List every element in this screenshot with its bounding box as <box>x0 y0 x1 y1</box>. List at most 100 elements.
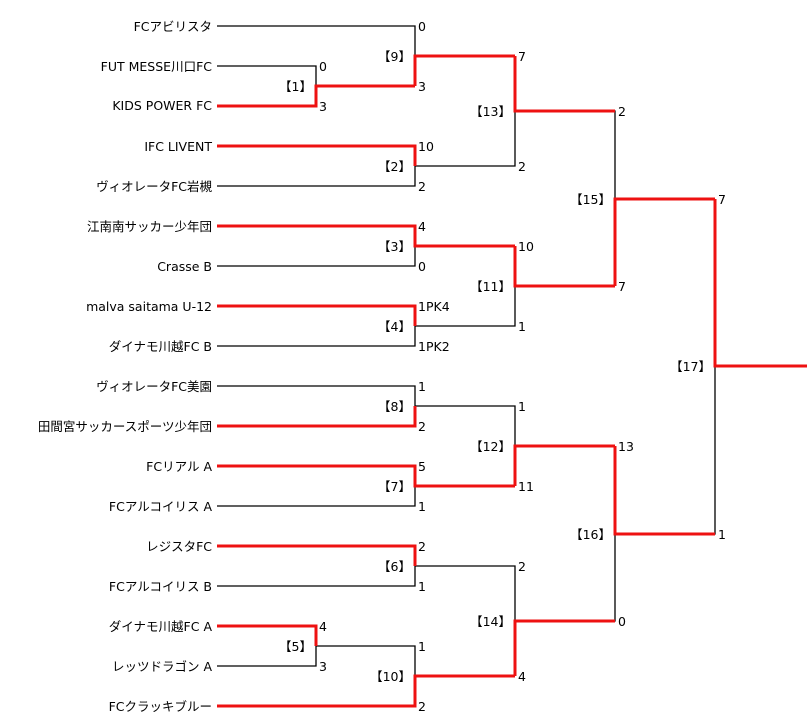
team-name: レッツドラゴン A <box>112 659 212 674</box>
match-4-lines <box>217 326 416 347</box>
score: 11 <box>518 479 534 494</box>
score: 2 <box>618 104 626 119</box>
match-1-winner-line <box>217 84 415 108</box>
score: 2 <box>418 179 426 194</box>
score: 0 <box>618 614 626 629</box>
match-label: 【10】 <box>370 669 411 684</box>
team-name: FCクラッキブルー <box>109 699 212 714</box>
match-label: 【16】 <box>570 527 611 542</box>
match-2-lines <box>217 166 416 187</box>
match-15-lines <box>515 110 616 199</box>
match-5-lines <box>217 646 317 667</box>
team-name: FCリアル A <box>146 459 212 474</box>
score: 0 <box>319 59 327 74</box>
match-2-winner-line <box>217 144 417 166</box>
match-7-lines <box>217 486 416 507</box>
score: 1 <box>518 319 526 334</box>
match-9-winner-line <box>413 54 515 86</box>
bracket-lines <box>217 25 716 676</box>
match-7-winner-line <box>217 464 515 488</box>
match-label: 【15】 <box>570 192 611 207</box>
match-label: 【17】 <box>670 359 711 374</box>
score: 7 <box>518 49 526 64</box>
score: 1PK2 <box>418 339 450 354</box>
score: 0 <box>418 19 426 34</box>
match-17-winner-line <box>713 199 807 368</box>
score: 2 <box>418 539 426 554</box>
match-label: 【12】 <box>470 439 511 454</box>
match-label: 【4】 <box>378 319 411 334</box>
score: 5 <box>418 459 426 474</box>
score: 3 <box>418 79 426 94</box>
match-4-winner-line <box>217 304 417 326</box>
match-9-lines <box>217 25 416 56</box>
match-3-lines <box>217 246 416 267</box>
score: 3 <box>319 659 327 674</box>
score: 2 <box>518 159 526 174</box>
score: 1PK4 <box>418 299 450 314</box>
match-label: 【13】 <box>470 104 511 119</box>
score: 7 <box>618 279 626 294</box>
score: 13 <box>618 439 634 454</box>
score: 1 <box>418 379 426 394</box>
match-label: 【6】 <box>378 559 411 574</box>
match-10-winner-line <box>217 674 515 708</box>
match-11-lines <box>415 286 516 327</box>
score: 1 <box>518 399 526 414</box>
team-name: KIDS POWER FC <box>112 98 212 113</box>
score: 10 <box>418 139 434 154</box>
score: 2 <box>518 559 526 574</box>
match-3-winner-line <box>217 224 515 248</box>
match-label: 【14】 <box>470 614 511 629</box>
match-8-winner-line <box>217 406 417 428</box>
match-11-winner-line <box>513 246 615 288</box>
score: 4 <box>319 619 327 634</box>
match-14-lines <box>415 565 516 621</box>
scores: 0 3 0 3 10 2 7 2 4 0 1PK4 1PK2 10 1 2 7 … <box>319 19 726 714</box>
winner-lines <box>217 54 807 708</box>
team-name: ダイナモ川越FC A <box>109 619 213 634</box>
team-name: ヴィオレータFC美園 <box>96 379 212 394</box>
score: 4 <box>418 219 426 234</box>
team-name: ダイナモ川越FC B <box>109 339 212 354</box>
match-6-winner-line <box>217 544 417 566</box>
score: 10 <box>518 239 534 254</box>
team-name: FCアルコイリス B <box>109 579 212 594</box>
match-labels: 【1】 【9】 【2】 【13】 【3】 【4】 【11】 【15】 【8】 【… <box>279 49 711 684</box>
score: 2 <box>418 419 426 434</box>
match-12-lines <box>415 405 516 446</box>
team-name: FCアルコイリス A <box>109 499 213 514</box>
match-14-winner-line <box>513 619 615 676</box>
score: 1 <box>418 639 426 654</box>
match-label: 【5】 <box>279 639 312 654</box>
team-name: FCアビリスタ <box>134 19 212 34</box>
match-15-winner-line <box>613 197 715 286</box>
match-label: 【1】 <box>279 79 312 94</box>
score: 7 <box>718 192 726 207</box>
team-names: FCアビリスタ FUT MESSE川口FC KIDS POWER FC IFC … <box>38 19 213 714</box>
match-12-winner-line <box>513 444 615 486</box>
match-1-lines <box>217 65 317 86</box>
match-10-lines <box>316 645 416 676</box>
match-6-lines <box>217 566 416 587</box>
team-name: Crasse B <box>157 259 212 274</box>
match-13-lines <box>415 111 516 167</box>
score: 0 <box>418 259 426 274</box>
match-16-winner-line <box>613 446 715 536</box>
match-5-winner-line <box>217 624 318 646</box>
team-name: FUT MESSE川口FC <box>101 59 213 74</box>
score: 3 <box>319 99 327 114</box>
match-16-lines <box>515 534 616 622</box>
score: 1 <box>418 579 426 594</box>
team-name: ヴィオレータFC岩槻 <box>96 179 212 194</box>
match-8-lines <box>217 385 416 406</box>
team-name: malva saitama U-12 <box>86 299 212 314</box>
team-name: レジスタFC <box>146 539 212 554</box>
score: 4 <box>518 669 526 684</box>
match-label: 【2】 <box>378 159 411 174</box>
score: 1 <box>718 527 726 542</box>
team-name: 江南南サッカー少年団 <box>87 219 212 234</box>
match-label: 【9】 <box>378 49 411 64</box>
team-name: 田間宮サッカースポーツ少年団 <box>38 419 212 434</box>
